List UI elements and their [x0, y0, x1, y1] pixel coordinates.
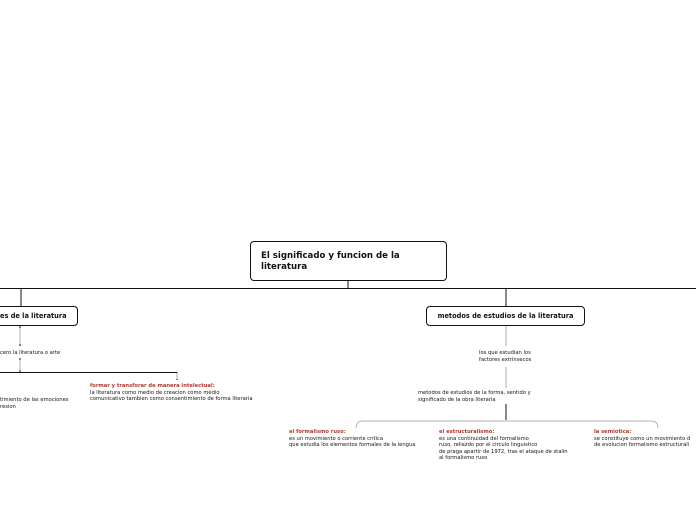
right-item-2-line-2: ruso, reliazdo por el circulo linguistic… — [439, 442, 538, 448]
right-item-2-line-3: de praga apartir de 1972, tras el ataque… — [439, 448, 568, 455]
central-topic-label: El significado y funcion de la literatur… — [261, 251, 400, 272]
left-sub-text: cero la literatura o arte — [0, 350, 61, 356]
right-item-1-line-1: es un movimiento o corriente critica — [289, 435, 384, 442]
right-item-3-title: la semiotica: — [594, 429, 632, 435]
connector-left-gray — [19, 328, 178, 379]
left-item-2-title: formar y transforar de manera intelectua… — [90, 383, 215, 389]
connector-right-bracket — [355, 420, 659, 429]
right-item-1-title: el formalismo ruso: — [289, 429, 346, 435]
right-item-2-line-4: al formalismo ruso — [439, 455, 488, 461]
topic-funciones-literatura[interactable]: es de la literatura — [0, 306, 78, 326]
right-item-1-line-2: que estudia los elementos formales de la… — [289, 442, 416, 448]
topic-right-label: metodos de estudios de la literatura — [437, 312, 574, 320]
right-sub-text-line-1: los que estudian los — [479, 350, 531, 356]
right-item-2-title: el estructuralismo: — [439, 429, 495, 435]
left-item-2[interactable]: formar y transforar de manera intelectua… — [90, 383, 253, 403]
central-topic[interactable]: El significado y funcion de la literatur… — [250, 241, 447, 281]
right-item-formalismo[interactable]: el formalismo ruso: es un movimiento o c… — [289, 429, 415, 449]
right-item-semiotica[interactable]: la semiotica: se constituye como un movi… — [594, 429, 690, 449]
left-item-1-line-2: resion — [0, 403, 16, 410]
right-sub-text-line-2: factores extrinsecos — [479, 356, 532, 363]
left-item-2-line-2: comunicativo tambien como consentimiento… — [90, 396, 253, 402]
right-item-3-line-1: se constituye como un movimiento d — [594, 435, 691, 442]
right-item-2-line-1: es una continuidad del formalismo — [439, 435, 529, 442]
left-item-1[interactable]: timiento de las emociones resion — [0, 397, 68, 410]
topic-metodos-estudios[interactable]: metodos de estudios de la literatura — [426, 306, 585, 326]
left-item-2-line-1: la literatura como medio de creacion com… — [90, 389, 220, 396]
right-sub-text-2: metodos de estudios de la forma, sentido… — [418, 390, 531, 403]
right-sub-text-2-line-2: significado de la obra literaria — [418, 396, 496, 403]
right-item-3-line-2: de evolucion formalismo estructurali — [594, 442, 690, 448]
topic-left-label: es de la literatura — [0, 312, 67, 320]
right-sub-text: los que estudian los factores extrinseco… — [479, 350, 531, 363]
right-item-estructuralismo[interactable]: el estructuralismo: es una continuidad d… — [439, 429, 568, 462]
left-item-1-line-1: timiento de las emociones — [0, 397, 69, 403]
right-sub-text-2-line-1: metodos de estudios de la forma, sentido… — [418, 390, 531, 396]
connector-main — [0, 281, 696, 306]
